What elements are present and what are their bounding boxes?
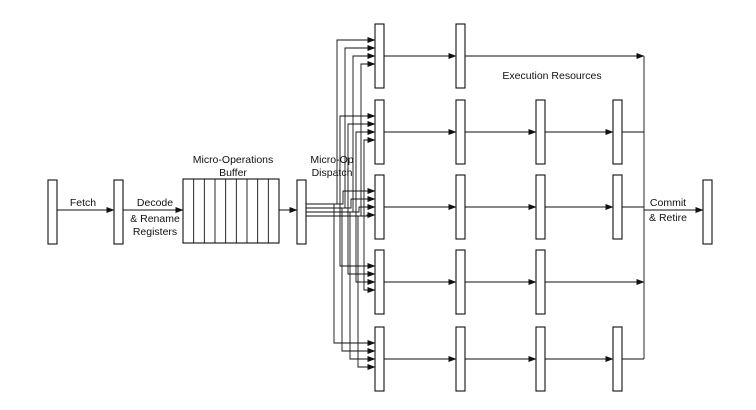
exec-unit-2-stage-4 [612,99,623,165]
connection-wires [57,37,704,370]
dispatch-label-line2: Dispatch [312,167,353,179]
fetch-register [47,179,58,245]
dispatch-label-line1: Micro-Op [310,154,353,166]
commit-register [702,179,713,245]
dispatch-to-unit-2-wire [306,121,376,209]
exec-unit-3-stage-4 [612,174,623,240]
commit-label-line2: & Retire [649,212,687,224]
exec-unit-5-stage-3 [535,326,546,392]
fetch-label: Fetch [70,197,96,209]
buffer-label-line2: Buffer [219,167,247,179]
dispatch-to-unit-1-wire [306,37,376,205]
exec-unit-2-stage-3 [535,99,546,165]
dispatch-to-unit-1-wire [306,45,376,209]
dispatch-to-unit-3-wire [306,188,376,205]
exec-unit-3-stage-3 [535,174,546,240]
exec-unit-4-stage-3 [535,249,546,315]
exec-unit-3-stage-2 [455,174,466,240]
exec-unit-1-stage-1 [374,23,385,89]
dispatch-to-unit-5-wire [306,215,376,370]
dispatch-to-unit-5-wire [306,203,376,346]
dispatch-to-unit-5-wire [306,211,376,362]
rename-label-line1: & Rename [130,213,180,225]
exec-unit-5-stage-4 [612,326,623,392]
exec-unit-2-stage-1 [374,99,385,165]
exec-unit-4-stage-2 [455,249,466,315]
decode-label: Decode [137,197,173,209]
dispatch-to-unit-4-wire [306,203,376,269]
dispatch-to-unit-4-wire [306,215,376,293]
dispatch-to-unit-4-wire [306,211,376,285]
dispatch-to-unit-5-wire [306,207,376,354]
dispatch-to-unit-1-wire [306,53,376,213]
exec-unit-3-stage-1 [374,174,385,240]
decode-register [113,179,124,245]
exec-unit-5-stage-2 [455,326,466,392]
rename-label-line2: Registers [133,226,177,238]
commit-label-line1: Commit [650,197,686,209]
pipeline-stages [47,23,713,392]
exec-unit-4-stage-1 [374,249,385,315]
exec-unit-1-stage-2 [455,23,466,89]
dispatch-register [296,179,307,245]
exec-unit-5-stage-1 [374,326,385,392]
buffer-label-line1: Micro-Operations [193,154,274,166]
micro-ops-buffer [182,178,280,244]
exec-unit-2-stage-2 [455,99,466,165]
dispatch-to-unit-4-wire [306,207,376,277]
execution-resources-label: Execution Resources [502,70,601,82]
